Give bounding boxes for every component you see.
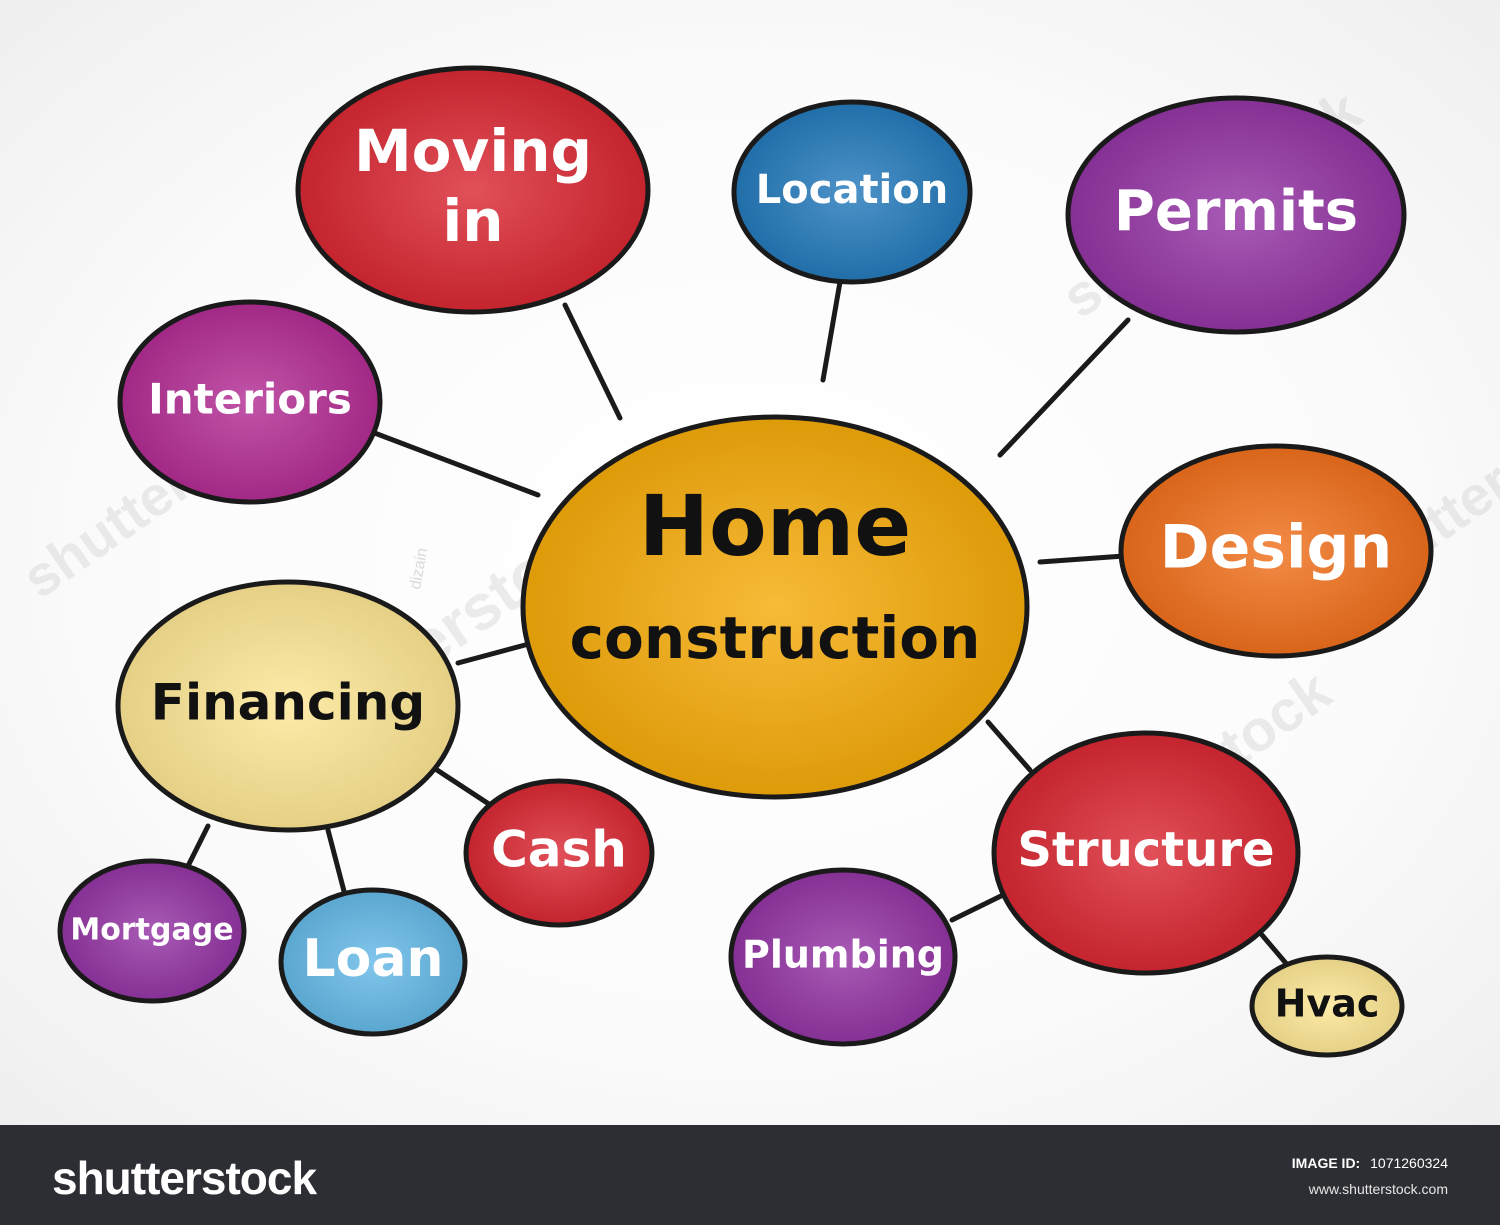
connector-financing <box>455 642 528 666</box>
node-design-ellipse <box>1118 443 1434 659</box>
node-financing-ellipse <box>115 579 461 833</box>
node-financing-label: Financing <box>151 674 425 732</box>
node-loan: Loan <box>278 887 468 1037</box>
node-interiors: Interiors <box>117 299 383 505</box>
node-plumbing: Plumbing <box>728 867 958 1047</box>
shutterstock-logo: shutterstock <box>52 1152 317 1204</box>
connector-mortgage <box>185 823 211 869</box>
node-interiors-ellipse <box>117 299 383 505</box>
center-node-subtitle: construction <box>570 604 981 672</box>
node-permits: Permits <box>1065 95 1407 335</box>
connector-loan <box>325 827 348 898</box>
node-mortgage-label: Mortgage <box>70 913 233 948</box>
image-id-label: IMAGE ID: <box>1291 1155 1361 1171</box>
connector-lines <box>185 279 1293 971</box>
node-cash-ellipse <box>463 778 655 928</box>
stock-footer-bar: shutterstock IMAGE ID: 1071260324 www.sh… <box>0 1125 1500 1225</box>
node-moving-in-ellipse <box>295 65 651 315</box>
image-id-value: 1071260324 <box>1370 1155 1448 1171</box>
connector-design <box>1037 553 1127 565</box>
connector-structure <box>985 719 1033 773</box>
connector-interiors <box>369 429 541 498</box>
node-design-label: Design <box>1160 513 1392 583</box>
node-location-label: Location <box>756 167 948 213</box>
node-permits-label: Permits <box>1114 179 1358 244</box>
node-hvac-ellipse <box>1249 954 1405 1058</box>
node-location: Location <box>731 99 973 285</box>
center-node-home-construction: Home construction <box>520 414 1030 800</box>
node-plumbing-label: Plumbing <box>742 933 944 977</box>
mind-map-diagram: shutterstock shutterstock shutterstock s… <box>11 65 1500 1058</box>
center-node-ellipse <box>520 414 1030 800</box>
connector-location <box>820 279 843 383</box>
node-moving-in-label: Moving <box>354 117 592 185</box>
node-interiors-label: Interiors <box>148 375 352 424</box>
node-location-ellipse <box>731 99 973 285</box>
watermark-author: dizain <box>407 547 431 591</box>
node-hvac-label: Hvac <box>1275 982 1380 1026</box>
node-structure-ellipse <box>991 730 1301 976</box>
node-moving-in-label: in <box>442 187 503 255</box>
footer-url: www.shutterstock.com <box>1308 1181 1448 1197</box>
node-loan-ellipse <box>278 887 468 1037</box>
node-permits-ellipse <box>1065 95 1407 335</box>
mind-map-canvas: shutterstock shutterstock shutterstock s… <box>0 0 1500 1125</box>
node-plumbing-ellipse <box>728 867 958 1047</box>
node-mortgage: Mortgage <box>57 858 247 1004</box>
node-design: Design <box>1118 443 1434 659</box>
node-cash: Cash <box>463 778 655 928</box>
node-mortgage-ellipse <box>57 858 247 1004</box>
center-node-title: Home <box>639 477 912 575</box>
node-financing: Financing <box>115 579 461 833</box>
image-id-row: IMAGE ID: 1071260324 <box>1292 1155 1448 1171</box>
node-loan-label: Loan <box>303 929 444 989</box>
connector-permits <box>997 317 1131 458</box>
node-structure-label: Structure <box>1017 822 1274 878</box>
node-hvac: Hvac <box>1249 954 1405 1058</box>
connector-moving-in <box>562 302 623 421</box>
node-cash-label: Cash <box>491 821 627 879</box>
connector-plumbing <box>949 892 1006 923</box>
connector-cash <box>434 767 498 811</box>
node-structure: Structure <box>991 730 1301 976</box>
